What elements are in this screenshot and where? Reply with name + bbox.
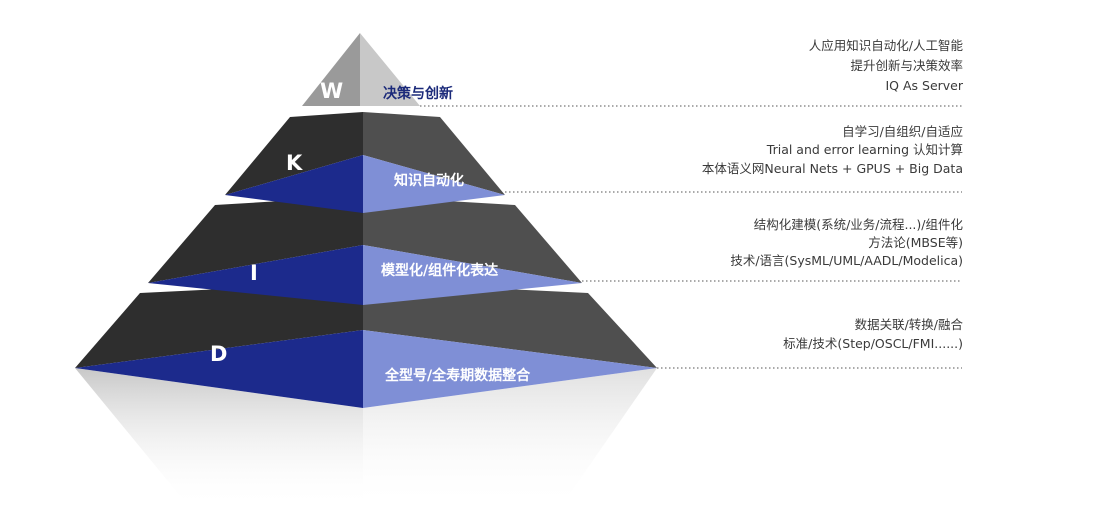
- tier-w-key: W: [320, 79, 343, 103]
- tier-i-desc-line: 方法论(MBSE等): [868, 235, 963, 250]
- tier-d-desc-line: 标准/技术(Step/OSCL/FMI......): [783, 336, 963, 351]
- base-reflection: [75, 368, 657, 508]
- tier-k-desc-line: Trial and error learning 认知计算: [766, 142, 963, 157]
- tier-i-desc-line: 技术/语言(SysML/UML/AADL/Modelica): [730, 253, 963, 268]
- tier-i-key: I: [250, 261, 258, 285]
- tier-i-top-right: [363, 196, 582, 283]
- tier-d-front-right: [363, 330, 657, 408]
- tier-d-top-left: [75, 282, 363, 368]
- tier-i-front-right: [363, 245, 582, 305]
- tier-w-desc-line: IQ As Server: [885, 78, 963, 93]
- tier-d-front-left: [75, 330, 363, 408]
- tier-d-label: 全型号/全寿期数据整合: [384, 367, 531, 384]
- tier-k-desc-line: 本体语义网Neural Nets + GPUS + Big Data: [702, 161, 963, 176]
- tier-i-label: 模型化/组件化表达: [381, 262, 498, 279]
- tier-k-front-left: [225, 155, 363, 213]
- tier-k-top-left: [225, 112, 363, 195]
- tier-d-desc-line: 数据关联/转换/融合: [855, 317, 964, 332]
- tier-w-desc-line: 人应用知识自动化/人工智能: [809, 38, 964, 53]
- tier-w-left-face: [302, 33, 360, 106]
- tier-d: [75, 282, 657, 408]
- tier-d-key: D: [210, 342, 227, 366]
- tier-d-top-right: [363, 282, 657, 368]
- tier-i: [148, 196, 582, 305]
- tier-w-right-face: [360, 33, 420, 106]
- tier-i-front-left: [148, 245, 363, 305]
- tier-w-desc-line: 提升创新与决策效率: [850, 58, 963, 73]
- tier-k-front-right: [363, 155, 505, 213]
- tier-k-label: 知识自动化: [394, 172, 464, 189]
- tier-k-key: K: [286, 151, 303, 175]
- tier-i-top-left: [148, 196, 363, 283]
- tier-w-label: 决策与创新: [383, 85, 453, 102]
- tier-w: [302, 33, 420, 106]
- tier-k: [225, 112, 505, 213]
- tier-k-top-right: [363, 112, 505, 195]
- tier-k-desc-line: 自学习/自组织/自适应: [842, 124, 963, 139]
- tier-i-desc-line: 结构化建模(系统/业务/流程...)/组件化: [754, 217, 964, 232]
